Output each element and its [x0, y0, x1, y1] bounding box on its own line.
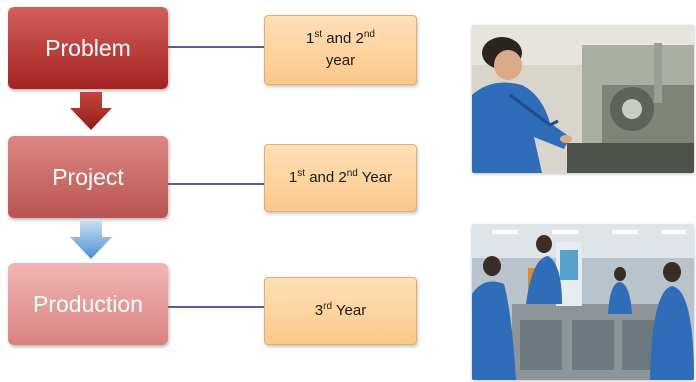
year-box-project: 1st and 2nd Year	[264, 144, 417, 212]
photo-production-lab	[472, 224, 694, 380]
year-box-production: 3rd Year	[264, 277, 417, 345]
year-box-problem: 1st and 2nd year	[264, 15, 417, 85]
photo-lathe-operator	[472, 25, 694, 173]
stage-problem-label: Problem	[45, 34, 131, 61]
stage-production: Production	[8, 263, 168, 345]
year-text-project: 1st and 2nd Year	[288, 168, 393, 187]
connector-project	[168, 183, 266, 185]
year-text-problem: 1st and 2nd year	[306, 29, 375, 70]
connector-problem	[168, 46, 266, 48]
year-text-production: 3rd Year	[314, 301, 367, 320]
connector-production	[168, 306, 266, 308]
stage-project-label: Project	[52, 163, 124, 190]
down-arrow-red-icon	[70, 92, 112, 130]
stage-production-label: Production	[33, 290, 143, 317]
stage-project: Project	[8, 136, 168, 218]
down-arrow-blue-icon	[70, 221, 112, 259]
stage-problem: Problem	[8, 7, 168, 89]
